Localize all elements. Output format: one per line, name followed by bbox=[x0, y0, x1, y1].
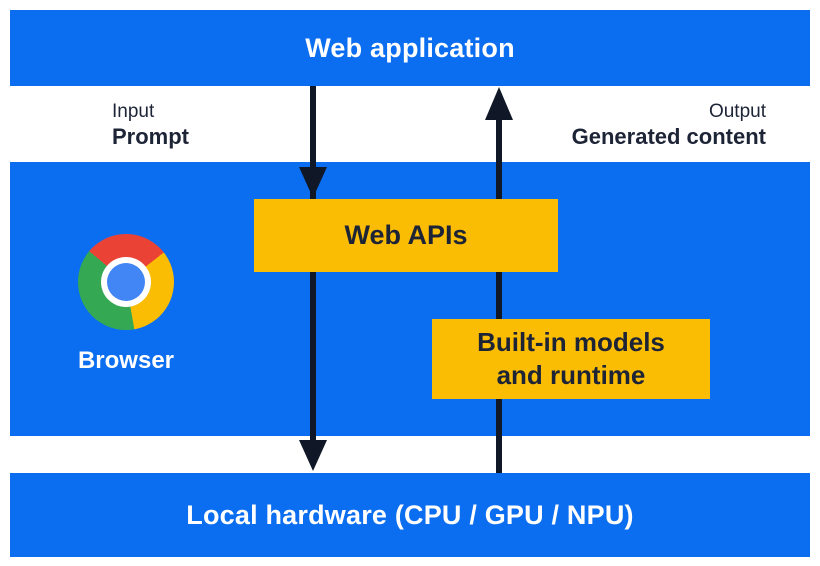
local-hardware-label: Local hardware (CPU / GPU / NPU) bbox=[186, 499, 634, 530]
output-label-group: Output Generated content bbox=[572, 99, 766, 149]
input-value: Prompt bbox=[112, 124, 189, 149]
builtin-models-box: Built-in models and runtime bbox=[432, 319, 710, 399]
output-caption: Output bbox=[708, 101, 766, 122]
generated-up-arrow-line bbox=[496, 118, 502, 473]
prompt-down-arrowhead-upper bbox=[299, 167, 327, 198]
input-caption: Input bbox=[112, 101, 155, 122]
web-apis-label: Web APIs bbox=[344, 220, 468, 250]
local-hardware-bar: Local hardware (CPU / GPU / NPU) bbox=[10, 473, 810, 557]
builtin-models-label-line2: and runtime bbox=[496, 360, 646, 390]
prompt-down-arrowhead-lower bbox=[299, 440, 327, 471]
chrome-logo-icon bbox=[78, 234, 174, 330]
builtin-models-label-line1: Built-in models bbox=[477, 327, 665, 357]
browser-group: Browser bbox=[40, 234, 212, 375]
web-application-label: Web application bbox=[305, 32, 515, 63]
input-label-group: Input Prompt bbox=[112, 99, 189, 149]
chrome-logo-center bbox=[107, 263, 145, 301]
output-value: Generated content bbox=[571, 124, 766, 149]
web-application-bar: Web application bbox=[10, 10, 810, 86]
web-apis-box: Web APIs bbox=[254, 199, 558, 272]
generated-up-arrowhead bbox=[485, 87, 513, 120]
browser-label: Browser bbox=[77, 347, 175, 374]
